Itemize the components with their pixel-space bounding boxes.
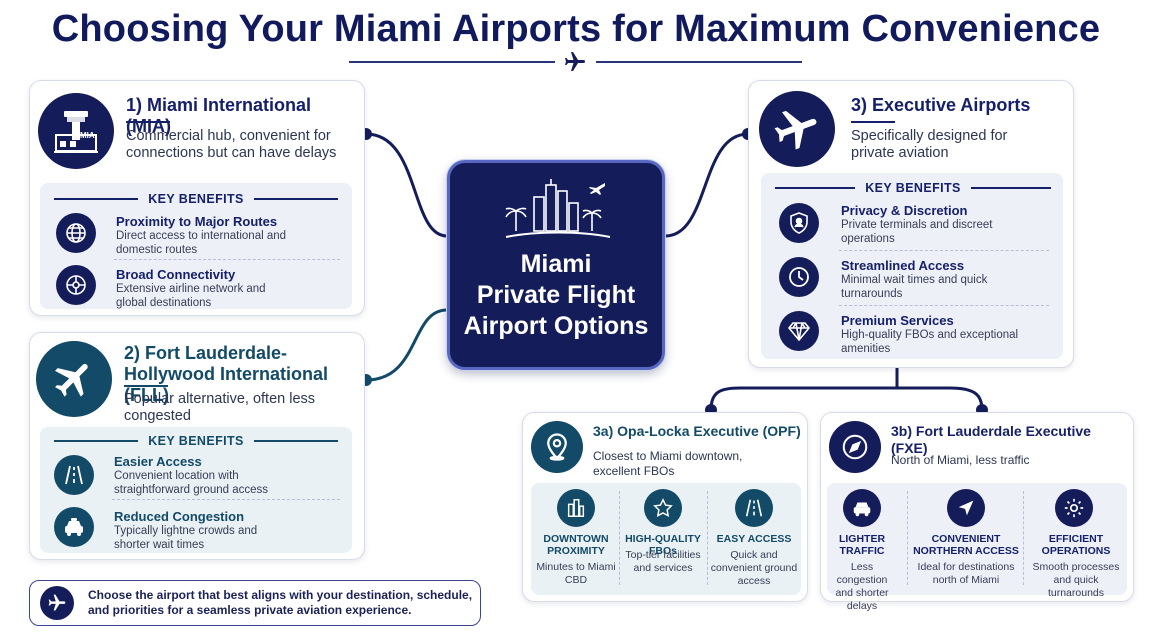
location-pin-icon — [531, 421, 583, 473]
exec-desc: Specifically designed for private aviati… — [851, 128, 1008, 161]
divider — [839, 250, 1049, 251]
clock-icon — [779, 257, 819, 297]
divider — [1023, 491, 1024, 585]
fll-benefits-panel: KEY BENEFITS Easier Access Convenient lo… — [40, 427, 352, 553]
mia-benefit-1-desc: Direct access to international and domes… — [116, 230, 287, 256]
fxe-col-1-title: LIGHTER TRAFFIC — [838, 533, 886, 557]
control-tower-icon — [38, 93, 114, 169]
taxi-icon — [54, 507, 94, 547]
buildings-icon — [557, 489, 595, 527]
exec-kb-header: KEY BENEFITS — [775, 181, 1051, 195]
mia-desc: Commercial hub, convenient for connectio… — [126, 128, 337, 161]
fxe-col-3-title: EFFICIENT OPERATIONS — [1041, 533, 1111, 557]
page-title: Choosing Your Miami Airports for Maximum… — [51, 8, 1101, 50]
car-icon — [843, 489, 881, 527]
gear-icon — [1055, 489, 1093, 527]
fxe-desc: North of Miami, less traffic — [891, 453, 1030, 467]
star-icon — [644, 489, 682, 527]
mia-title-rule — [126, 121, 170, 123]
fxe-card: 3b) Fort Lauderdale Executive (FXE) Nort… — [820, 412, 1134, 612]
opf-title: 3a) Opa-Locka Executive (OPF) — [593, 423, 801, 439]
fxe-col-1-desc: Less congestion and shorter delays — [835, 561, 889, 612]
mia-card: MIA 1) Miami International (MIA) Commerc… — [29, 80, 365, 316]
mia-benefit-2-desc: Extensive airline network and global des… — [116, 283, 266, 309]
center-title-line1: Miami — [520, 250, 592, 278]
airplane-icon — [40, 586, 74, 620]
shield-user-icon — [779, 203, 819, 243]
exec-card: 3) Executive Airports Specifically desig… — [748, 80, 1074, 368]
exec-benefits-panel: KEY BENEFITS Privacy & Discretion Privat… — [761, 173, 1063, 359]
fll-title-rule — [124, 385, 168, 387]
divider — [707, 491, 708, 585]
globe-icon — [56, 213, 96, 253]
title-rule-right — [596, 61, 802, 63]
fxe-col-2-desc: Ideal for destinations north of Miami — [917, 561, 1015, 586]
compass-icon — [829, 421, 881, 473]
opf-col-1-desc: Minutes to Miami CBD — [536, 561, 616, 586]
navigation-arrow-icon — [947, 489, 985, 527]
exec-benefit-2-title: Streamlined Access — [841, 258, 965, 273]
opf-desc: Closest to Miami downtown, excellent FBO… — [593, 449, 743, 478]
fll-title: 2) Fort Lauderdale-Hollywood Internation… — [124, 343, 329, 405]
exec-benefit-2-desc: Minimal wait times and quick turnarounds — [841, 274, 988, 300]
fll-kb-header: KEY BENEFITS — [54, 434, 338, 448]
mia-benefits-panel: KEY BENEFITS Proximity to Major Routes D… — [40, 183, 352, 309]
mia-benefit-2-title: Broad Connectivity — [116, 267, 236, 282]
fxe-title: 3b) Fort Lauderdale Executive (FXE) — [891, 423, 1091, 456]
fll-benefit-1-title: Easier Access — [114, 454, 202, 469]
fxe-col-3-desc: Smooth processes and quick turnarounds — [1032, 561, 1120, 599]
center-title-line2: Private Flight — [476, 281, 636, 309]
opf-features-panel: DOWNTOWN PROXIMITY Minutes to Miami CBD … — [531, 483, 801, 595]
footer-callout: Choose the airport that best aligns with… — [29, 580, 481, 626]
exec-benefit-3-desc: High-quality FBOs and exceptional amenit… — [841, 329, 1019, 355]
fxe-col-2-title: CONVENIENT NORTHERN ACCESS — [913, 533, 1019, 557]
network-globe-icon — [56, 265, 96, 305]
fll-card: 2) Fort Lauderdale-Hollywood Internation… — [29, 332, 365, 560]
opf-col-2-title: HIGH-QUALITY FBOs — [625, 533, 701, 557]
footer-text: Choose the airport that best aligns with… — [88, 588, 473, 617]
mia-icon-label: MIA — [80, 131, 95, 140]
city-skyline-icon — [505, 179, 611, 238]
exec-benefit-1-title: Privacy & Discretion — [841, 203, 968, 218]
divider — [112, 499, 340, 500]
divider — [907, 491, 908, 585]
opf-col-2-desc: Top-tier facilities and services — [625, 549, 701, 574]
exec-benefit-3-title: Premium Services — [841, 313, 954, 328]
opf-col-3-title: EASY ACCESS — [716, 533, 792, 545]
fll-desc: Popular alternative, often less congeste… — [124, 391, 316, 424]
opf-card: 3a) Opa-Locka Executive (OPF) Closest to… — [522, 412, 808, 602]
divider — [114, 259, 340, 260]
center-title-line3: Airport Options — [463, 312, 649, 340]
center-hub: Miami Private Flight Airport Options — [447, 160, 665, 370]
airplane-icon — [759, 91, 835, 167]
exec-title-rule — [851, 121, 895, 123]
divider — [839, 305, 1049, 306]
exec-benefit-1-desc: Private terminals and discreet operation… — [841, 219, 993, 245]
exec-title: 3) Executive Airports — [851, 95, 1031, 115]
airplane-icon — [36, 341, 112, 417]
diamond-icon — [779, 311, 819, 351]
road-icon — [735, 489, 773, 527]
divider — [619, 491, 620, 585]
road-icon — [54, 455, 94, 495]
opf-col-1-title: DOWNTOWN PROXIMITY — [543, 533, 609, 557]
fll-benefit-2-desc: Typically lightne crowds and shorter wai… — [114, 525, 258, 551]
mia-kb-header: KEY BENEFITS — [54, 192, 338, 206]
airplane-icon — [565, 52, 585, 71]
fll-benefit-1-desc: Convenient location with straightforward… — [114, 470, 269, 496]
mia-benefit-1-title: Proximity to Major Routes — [116, 214, 278, 229]
title-rule-left — [349, 61, 555, 63]
fxe-features-panel: LIGHTER TRAFFIC Less congestion and shor… — [827, 483, 1127, 612]
fll-benefit-2-title: Reduced Congestion — [114, 509, 245, 524]
opf-col-3-desc: Quick and convenient ground access — [710, 549, 798, 587]
